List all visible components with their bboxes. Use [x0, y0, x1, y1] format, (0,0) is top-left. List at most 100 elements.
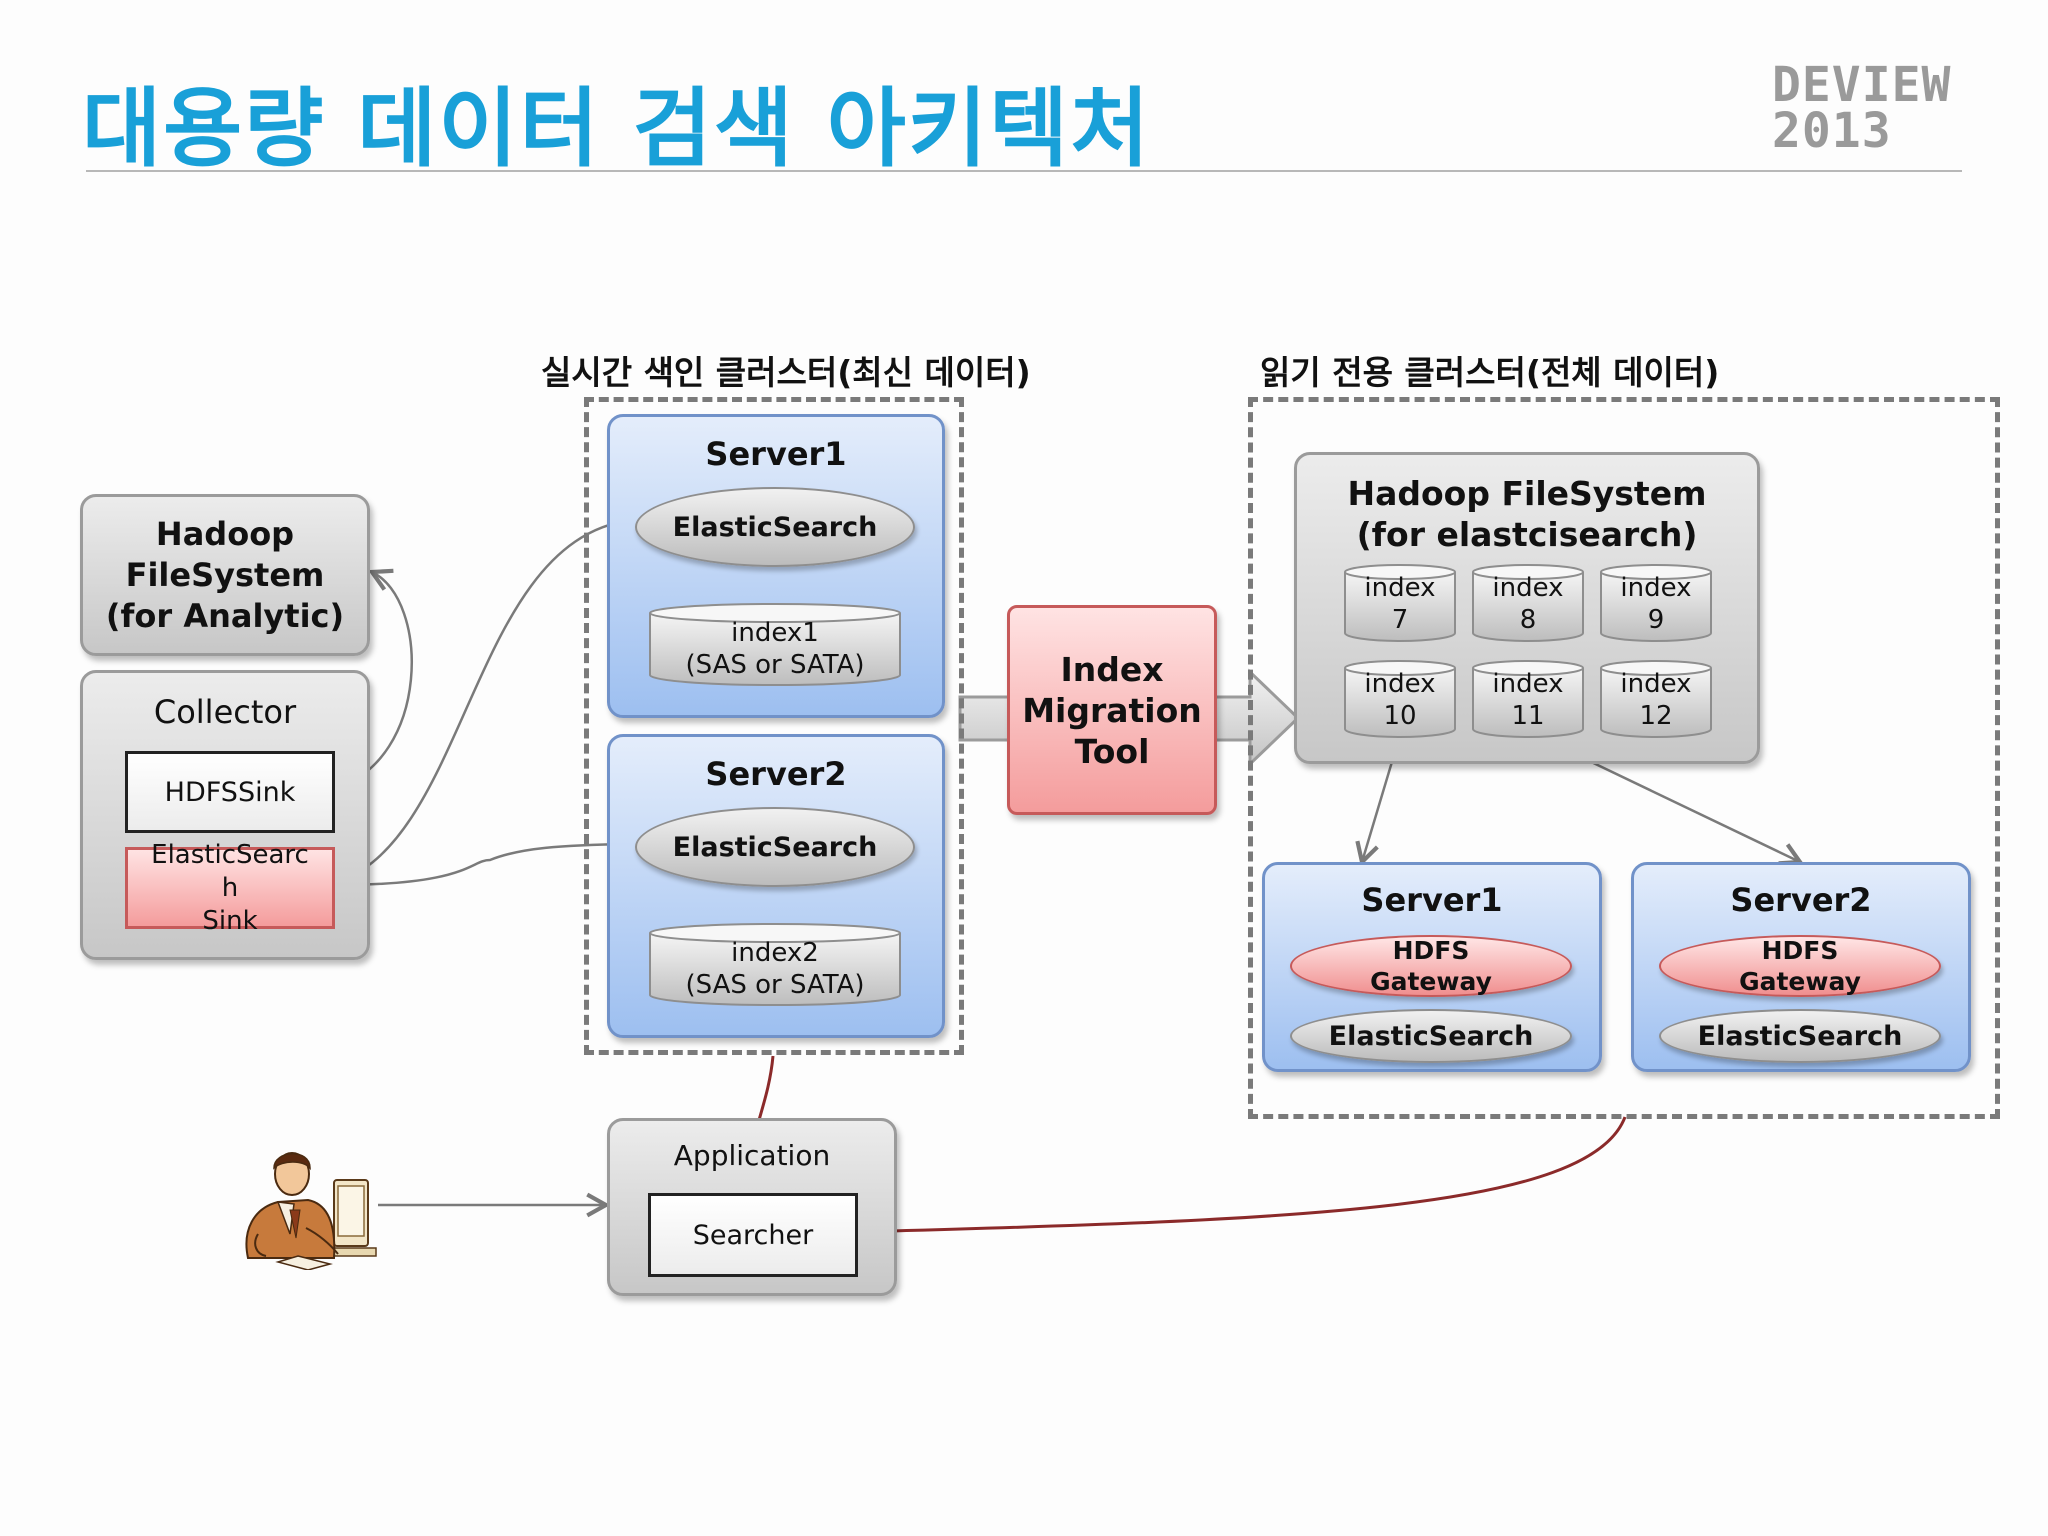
person-at-computer-icon — [245, 1152, 377, 1270]
hadoop-analytic-line-1: Hadoop — [155, 514, 295, 553]
cylinder-shape — [1344, 564, 1456, 642]
cylinder-shape — [1344, 660, 1456, 738]
searcher-label: Searcher — [692, 1219, 814, 1251]
hdfs-index-word: index — [1492, 669, 1564, 699]
readonly-cluster-boundary — [1248, 397, 2000, 1119]
elasticsearch-sink-box: ElasticSearc h Sink — [125, 840, 335, 936]
hdfs-index-number: 7 — [1391, 605, 1409, 635]
application-box: Application Searcher — [607, 1118, 897, 1296]
realtime-cluster-label: 실시간 색인 클러스터(최신 데이터) — [541, 353, 1031, 392]
readonly-server2-elasticsearch: ElasticSearch — [1659, 1009, 1941, 1063]
hdfs-index-word: index — [1620, 573, 1692, 603]
realtime-server2-name: Server2 — [705, 755, 847, 793]
ro-server2-gateway-line-1: HDFS — [1761, 936, 1839, 965]
ro-server1-gateway-line-2: Gateway — [1370, 967, 1492, 996]
readonly-server1-name: Server1 — [1361, 881, 1503, 919]
hadoop-analytic-box: Hadoop FileSystem (for Analytic) — [80, 494, 370, 656]
index1-name: index1 — [731, 618, 819, 648]
hadoop-analytic-line-3: (for Analytic) — [105, 596, 345, 635]
hadoop-es-title: Hadoop FileSystem (for elastcisearch) — [1297, 473, 1757, 555]
hdfs-index-number: 10 — [1383, 701, 1417, 731]
readonly-server2-box: Server2 HDFS Gateway ElasticSearch — [1631, 862, 1971, 1072]
es-sink-line-3: Sink — [202, 905, 258, 936]
index-migration-tool-box: Index Migration Tool — [1007, 605, 1217, 815]
index2-storage: (SAS or SATA) — [685, 970, 865, 1000]
index2-name: index2 — [731, 938, 819, 968]
readonly-server1-box: Server1 HDFS Gateway ElasticSearch — [1262, 862, 1602, 1072]
migration-tool-line-3: Tool — [1074, 731, 1150, 771]
hdfs-index-word: index — [1364, 573, 1436, 603]
hdfs-index-number: 8 — [1519, 605, 1537, 635]
readonly-server2-name: Server2 — [1730, 881, 1872, 919]
realtime-server1-box: Server1 ElasticSearch index1 (SAS or SAT… — [607, 414, 945, 718]
realtime-server1-engine-label: ElasticSearch — [672, 511, 878, 543]
readonly-server1-hdfs-gateway: HDFS Gateway — [1290, 935, 1572, 997]
cylinder-shape — [649, 923, 901, 1006]
realtime-cluster-boundary — [584, 397, 964, 1055]
essink-to-server2-arrow — [334, 844, 632, 887]
hdfs-sink-box: HDFSSink — [125, 751, 335, 833]
slide-title: 대용량 데이터 검색 아키텍처 — [82, 79, 1152, 179]
hadoop-analytic-line-2: FileSystem — [125, 555, 325, 594]
realtime-server2-engine-label: ElasticSearch — [672, 831, 878, 863]
ro-server1-gateway-line-1: HDFS — [1392, 936, 1470, 965]
collector-box: Collector HDFSSink ElasticSearc h Sink — [80, 670, 370, 960]
migration-tool-line-1: Index — [1060, 649, 1164, 689]
cylinder-shape — [1472, 660, 1584, 738]
migration-tool-line-2: Migration — [1022, 690, 1202, 730]
es-sink-line-1: ElasticSearc — [151, 839, 309, 870]
cylinder-shape — [1600, 660, 1712, 738]
realtime-server2-box: Server2 ElasticSearch index2 (SAS or SAT… — [607, 734, 945, 1038]
readonly-server2-hdfs-gateway: HDFS Gateway — [1659, 935, 1941, 997]
hadoop-es-title-line-2: (for elastcisearch) — [1356, 515, 1698, 554]
hdfs-index-word: index — [1492, 573, 1564, 603]
ro-server1-engine-label: ElasticSearch — [1328, 1020, 1534, 1052]
hdfs-index-word: index — [1620, 669, 1692, 699]
collector-label: Collector — [153, 693, 297, 731]
realtime-server2-elasticsearch: ElasticSearch — [635, 807, 915, 887]
title-divider — [86, 170, 1962, 172]
realtime-server1-name: Server1 — [705, 435, 847, 473]
readonly-server1-elasticsearch: ElasticSearch — [1290, 1009, 1572, 1063]
hadoop-es-title-line-1: Hadoop FileSystem — [1347, 474, 1707, 513]
deview-logo: DEVIEW 2013 — [1772, 57, 1952, 159]
logo-line-2: 2013 — [1772, 103, 1892, 159]
realtime-index1-label: index1 (SAS or SATA) — [648, 615, 902, 683]
hadoop-es-filesystem-box: Hadoop FileSystem (for elastcisearch) in… — [1294, 452, 1760, 764]
cylinder-shape — [649, 603, 901, 686]
hdfs-index-word: index — [1364, 669, 1436, 699]
cylinder-shape — [1472, 564, 1584, 642]
hdfs-index-number: 12 — [1639, 701, 1673, 731]
hdfs-index-number: 9 — [1647, 605, 1665, 635]
searcher-box: Searcher — [648, 1193, 858, 1277]
index1-storage: (SAS or SATA) — [685, 650, 865, 680]
logo-line-1: DEVIEW — [1772, 57, 1952, 113]
application-label: Application — [673, 1139, 831, 1172]
ro-server2-engine-label: ElasticSearch — [1697, 1020, 1903, 1052]
realtime-server1-elasticsearch: ElasticSearch — [635, 487, 915, 567]
ro-server2-gateway-line-2: Gateway — [1739, 967, 1861, 996]
readonly-to-searcher-arrow — [856, 1116, 1627, 1232]
essink-to-server1-arrow — [334, 520, 632, 885]
realtime-index2-label: index2 (SAS or SATA) — [648, 935, 902, 1003]
realtime-index1-cylinder: index1 (SAS or SATA) — [648, 603, 902, 687]
realtime-index2-cylinder: index2 (SAS or SATA) — [648, 923, 902, 1007]
es-sink-line-2: h — [221, 872, 239, 903]
hdfs-index-number: 11 — [1511, 701, 1545, 731]
cylinder-shape — [1600, 564, 1712, 642]
hdfs-sink-label: HDFSSink — [164, 776, 296, 808]
readonly-cluster-label: 읽기 전용 클러스터(전체 데이터) — [1260, 353, 1720, 392]
